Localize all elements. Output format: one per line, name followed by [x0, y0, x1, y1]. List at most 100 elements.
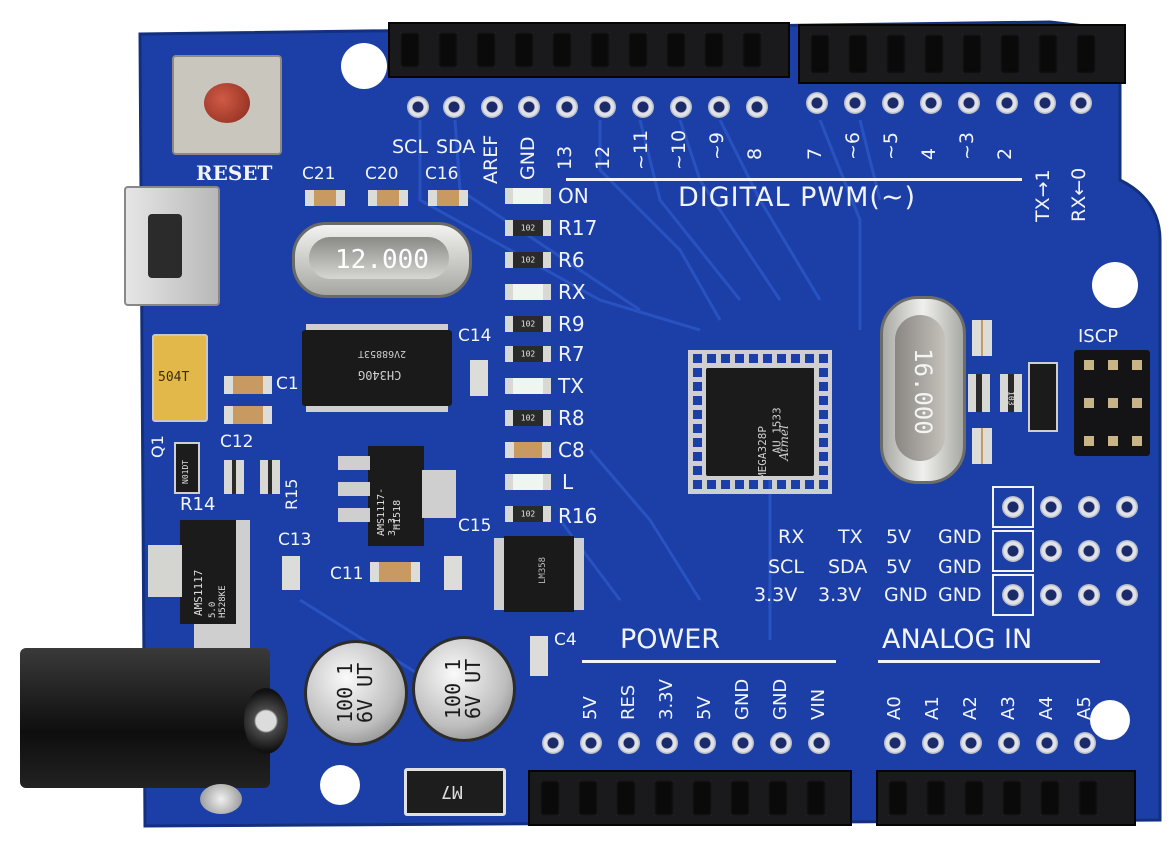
- led-label: R7: [558, 342, 585, 366]
- electrolytic-capacitor-left: 100 16V UT: [304, 640, 408, 746]
- analog-pin-label: A2: [960, 696, 981, 720]
- label-c1: C1: [276, 374, 299, 394]
- mounting-hole: [320, 765, 360, 805]
- resistor: [260, 460, 280, 494]
- breakout-label: 5V: [886, 526, 912, 548]
- power-pin-label: VIN: [808, 688, 829, 720]
- breakout-label: SCL: [768, 556, 804, 578]
- power-header[interactable]: [528, 770, 852, 826]
- capacitor-c21: [305, 190, 345, 206]
- capacitor-c1b: [224, 406, 272, 424]
- breakout-label: 3.3V: [754, 584, 798, 606]
- power-pin-label: RES: [618, 684, 639, 720]
- label-c14: C14: [458, 326, 492, 346]
- iscp-header[interactable]: [1074, 350, 1150, 456]
- pin-label: 7: [804, 147, 826, 160]
- digital-title: DIGITAL PWM(~): [678, 182, 917, 213]
- fuse: 504T: [152, 334, 208, 422]
- op-amp-chip: LM358: [504, 536, 574, 612]
- label-c20: C20: [365, 164, 399, 184]
- capacitor-c20: [368, 190, 408, 206]
- diode-m7: M7: [404, 768, 506, 816]
- capacitor-c4: [530, 636, 548, 676]
- breakout-pad-grid[interactable]: [992, 486, 1148, 616]
- pin-label: ~3: [956, 131, 978, 160]
- analog-header[interactable]: [876, 770, 1136, 826]
- micro-usb-port[interactable]: [124, 186, 220, 306]
- resistor: [968, 374, 990, 412]
- label-c12: C12: [220, 432, 254, 452]
- mounting-hole: [1090, 700, 1130, 740]
- mcu-chip: MEGA328P AU 1533 Atmel: [706, 368, 814, 479]
- reset-button-cap[interactable]: [204, 83, 250, 123]
- breakout-label: GND: [938, 556, 982, 578]
- label-c4: C4: [554, 630, 577, 650]
- capacitor-c1: [224, 376, 272, 394]
- regulator-5v: AMS1117 5.0 H528KE: [180, 520, 236, 624]
- crystal-16-label: 16.000: [909, 348, 937, 435]
- analog-pin-label: A0: [884, 696, 905, 720]
- usb-serial-chip: CH340G 2V68853T: [302, 330, 452, 406]
- mounting-hole: [341, 43, 387, 89]
- transistor-q1: N01DT: [174, 442, 200, 494]
- regulator-tab: [148, 545, 182, 597]
- label-c21: C21: [302, 164, 336, 184]
- pin-label: SDA: [436, 136, 476, 158]
- pin-label: ~6: [842, 131, 864, 160]
- led-label-on: ON: [558, 184, 589, 208]
- power-pin-label: 5V: [580, 696, 601, 720]
- led-label: R16: [558, 504, 598, 528]
- capacitor-c13: [282, 556, 300, 590]
- tx-label: TX→1: [1032, 169, 1054, 222]
- capacitor-c11: [370, 562, 420, 582]
- power-underline: [582, 660, 836, 663]
- analog-underline: [878, 660, 1100, 663]
- dc-jack-pin: [200, 784, 242, 814]
- pin-label: ~5: [880, 131, 902, 160]
- analog-title: ANALOG IN: [882, 624, 1033, 655]
- usb-chip-label: CH340G: [358, 368, 402, 382]
- analog-pin-label: A5: [1074, 696, 1095, 720]
- dc-power-jack[interactable]: [20, 648, 288, 788]
- crystal-12mhz: 12.000: [292, 222, 472, 298]
- resistor: 103: [1000, 374, 1022, 412]
- led-label: R6: [558, 248, 585, 272]
- crystal-12-label: 12.000: [335, 245, 429, 275]
- pin-label: SCL: [392, 136, 428, 158]
- label-q1: Q1: [148, 435, 167, 458]
- breakout-label: RX: [778, 526, 805, 548]
- breakout-label: 5V: [886, 556, 912, 578]
- reset-button[interactable]: [172, 55, 282, 155]
- capacitor-c16: [428, 190, 468, 206]
- digital-header-left[interactable]: [388, 22, 790, 78]
- breakout-label: 3.3V: [818, 584, 862, 606]
- q1-code: N01DT: [181, 459, 190, 484]
- pin-label: ~9: [706, 131, 728, 160]
- pin-label: 8: [744, 147, 766, 160]
- diode-small: [1028, 362, 1058, 432]
- pin-label: AREF: [480, 134, 502, 184]
- digital-header-right[interactable]: [798, 24, 1126, 84]
- rx-label: RX←0: [1068, 167, 1090, 222]
- analog-pin-label: A4: [1036, 696, 1057, 720]
- label-c11: C11: [330, 564, 364, 584]
- capacitor-c14: [470, 360, 488, 396]
- led-label: L: [562, 470, 574, 494]
- digital-underline: [566, 178, 1022, 181]
- breakout-label: TX: [838, 526, 863, 548]
- pin-label: 2: [994, 147, 1016, 160]
- electrolytic-capacitor-right: 100 16V UT: [412, 636, 516, 742]
- capacitor-c15: [444, 556, 462, 590]
- pin-label: 4: [918, 147, 940, 160]
- pin-label: ~11: [630, 129, 652, 170]
- power-pin-label: GND: [732, 678, 753, 720]
- resistor: [224, 460, 244, 494]
- power-pin-label: GND: [770, 678, 791, 720]
- led-label: RX: [558, 280, 586, 304]
- regulator-3v3: AMS1117-3.3 H1518: [368, 446, 424, 546]
- pin-label: GND: [517, 136, 539, 180]
- label-c15: C15: [458, 516, 492, 536]
- label-c13: C13: [278, 530, 312, 550]
- pin-label: 12: [592, 145, 614, 170]
